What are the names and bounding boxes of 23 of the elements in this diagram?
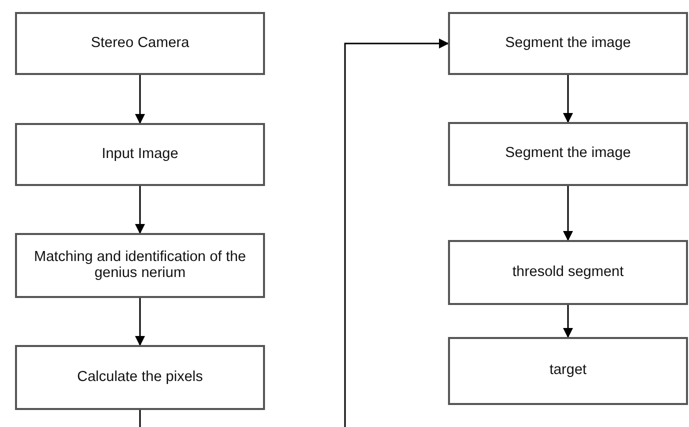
box-label: Matching and identification of the genius nerium bbox=[33, 250, 247, 282]
process-box bbox=[448, 337, 688, 405]
box-label: thresold segment bbox=[512, 264, 624, 280]
process-box bbox=[448, 240, 688, 305]
arrow bbox=[135, 186, 145, 234]
box-label: Segment the image bbox=[505, 146, 631, 162]
arrow bbox=[563, 75, 573, 123]
process-box bbox=[15, 12, 265, 75]
box-label: Calculate the pixels bbox=[77, 370, 203, 386]
box-label: Stereo Camera bbox=[90, 36, 190, 52]
process-box bbox=[15, 345, 265, 410]
box-label: target bbox=[549, 363, 587, 379]
box-label: Input Image bbox=[102, 146, 178, 162]
process-box bbox=[15, 233, 265, 298]
arrow bbox=[135, 75, 145, 124]
arrow bbox=[344, 38, 449, 427]
process-box bbox=[15, 123, 265, 186]
arrow bbox=[563, 186, 573, 241]
process-box bbox=[448, 122, 688, 186]
arrow bbox=[135, 298, 145, 346]
box-label: Segment the image bbox=[505, 36, 631, 52]
process-box bbox=[448, 12, 688, 75]
arrow bbox=[563, 305, 573, 338]
